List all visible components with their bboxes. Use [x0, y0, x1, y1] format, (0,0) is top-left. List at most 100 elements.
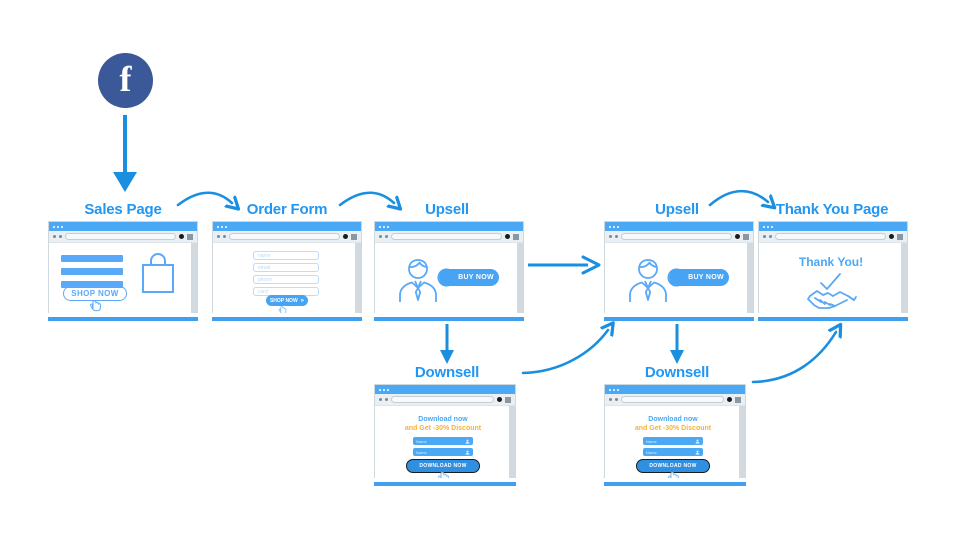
browser-toolbar[interactable]	[375, 394, 515, 406]
back-icon[interactable]	[379, 235, 382, 238]
browser-toolbar[interactable]	[213, 231, 361, 243]
back-icon[interactable]	[217, 235, 220, 238]
gear-icon[interactable]	[735, 234, 740, 239]
url-input[interactable]	[229, 233, 340, 240]
spacer	[758, 313, 908, 317]
shop-now-button[interactable]: SHOP NOW »	[266, 295, 308, 306]
buy-now-label: BUY NOW	[688, 274, 724, 281]
back-icon[interactable]	[609, 235, 612, 238]
text-line	[61, 268, 123, 275]
browser-window-downsell-2[interactable]: Download now and Get -30% Discount Name …	[604, 384, 746, 486]
downsell-name-field-2[interactable]: Name	[643, 448, 703, 456]
scrollbar[interactable]	[355, 243, 361, 313]
browser-toolbar[interactable]	[605, 231, 753, 243]
forward-icon[interactable]	[59, 235, 62, 238]
url-input[interactable]	[775, 233, 886, 240]
person-icon	[695, 449, 700, 455]
name-field[interactable]: name	[253, 251, 319, 260]
spacer	[374, 478, 516, 482]
gear-icon[interactable]	[889, 234, 894, 239]
page-body: SHOP NOW	[49, 243, 197, 313]
window-dot	[767, 225, 769, 228]
browser-toolbar[interactable]	[759, 231, 907, 243]
hand-cursor-icon	[90, 300, 101, 312]
browser-window-upsell-2[interactable]: BUY NOW	[604, 221, 754, 321]
browser-window-sales-page[interactable]: SHOP NOW	[48, 221, 198, 321]
window-dot	[609, 388, 611, 391]
window-dot	[383, 225, 385, 228]
url-input[interactable]	[391, 233, 502, 240]
titlebar	[213, 222, 361, 231]
name-placeholder: name	[258, 252, 271, 259]
arrow-upsell2-to-downsell2	[670, 324, 684, 364]
page-body: Thank You!	[759, 243, 907, 313]
forward-icon[interactable]	[385, 235, 388, 238]
back-icon[interactable]	[379, 398, 382, 401]
scrollbar[interactable]	[901, 243, 907, 313]
back-icon[interactable]	[53, 235, 56, 238]
step-title-upsell-1: Upsell	[425, 201, 469, 218]
menu-icon[interactable]	[505, 396, 511, 403]
scrollbar[interactable]	[509, 406, 515, 478]
url-input[interactable]	[391, 396, 494, 403]
url-input[interactable]	[621, 396, 724, 403]
field-placeholder: Name	[646, 449, 657, 455]
url-input[interactable]	[621, 233, 732, 240]
browser-toolbar[interactable]	[49, 231, 197, 243]
scrollbar[interactable]	[191, 243, 197, 313]
downsell-name-field-2[interactable]: Name	[413, 448, 473, 456]
spacer	[212, 313, 362, 317]
menu-icon[interactable]	[187, 233, 193, 240]
gear-icon[interactable]	[343, 234, 348, 239]
gear-icon[interactable]	[727, 397, 732, 402]
titlebar	[49, 222, 197, 231]
menu-icon[interactable]	[735, 396, 741, 403]
window-base	[604, 317, 754, 321]
gear-icon[interactable]	[505, 234, 510, 239]
menu-icon[interactable]	[897, 233, 903, 240]
facebook-logo-icon[interactable]: f	[98, 53, 153, 108]
downsell-subhead: and Get -30% Discount	[634, 425, 712, 432]
downsell-name-field-1[interactable]: Name	[643, 437, 703, 445]
menu-icon[interactable]	[743, 233, 749, 240]
forward-icon[interactable]	[615, 235, 618, 238]
browser-window-thank-you[interactable]: Thank You!	[758, 221, 908, 321]
browser-window-order-form[interactable]: name email phone card SHOP NOW »	[212, 221, 362, 321]
window-dot	[387, 225, 389, 228]
browser-toolbar[interactable]	[605, 394, 745, 406]
forward-icon[interactable]	[615, 398, 618, 401]
window-dot	[617, 388, 619, 391]
downsell-name-field-1[interactable]: Name	[413, 437, 473, 445]
window-dot	[771, 225, 773, 228]
person-icon	[465, 449, 470, 455]
forward-icon[interactable]	[223, 235, 226, 238]
text-line	[61, 281, 123, 288]
browser-window-upsell-1[interactable]: BUY NOW	[374, 221, 524, 321]
forward-icon[interactable]	[385, 398, 388, 401]
browser-window-downsell-1[interactable]: Download now and Get -30% Discount Name …	[374, 384, 516, 486]
back-icon[interactable]	[763, 235, 766, 238]
window-dot	[221, 225, 223, 228]
email-field[interactable]: email	[253, 263, 319, 272]
gear-icon[interactable]	[497, 397, 502, 402]
url-input[interactable]	[65, 233, 176, 240]
back-icon[interactable]	[609, 398, 612, 401]
scrollbar[interactable]	[517, 243, 523, 313]
window-base	[758, 317, 908, 321]
shop-now-label: SHOP NOW	[269, 297, 298, 304]
forward-icon[interactable]	[769, 235, 772, 238]
gear-icon[interactable]	[179, 234, 184, 239]
titlebar	[375, 385, 515, 394]
menu-icon[interactable]	[513, 233, 519, 240]
phone-field[interactable]: phone	[253, 275, 319, 284]
scrollbar[interactable]	[747, 243, 753, 313]
browser-toolbar[interactable]	[375, 231, 523, 243]
page-body: name email phone card SHOP NOW »	[213, 243, 361, 313]
window-base	[604, 482, 746, 486]
menu-icon[interactable]	[351, 233, 357, 240]
window-dot	[617, 225, 619, 228]
window-dot	[609, 225, 611, 228]
downsell-subhead: and Get -30% Discount	[404, 425, 482, 432]
scrollbar[interactable]	[739, 406, 745, 478]
